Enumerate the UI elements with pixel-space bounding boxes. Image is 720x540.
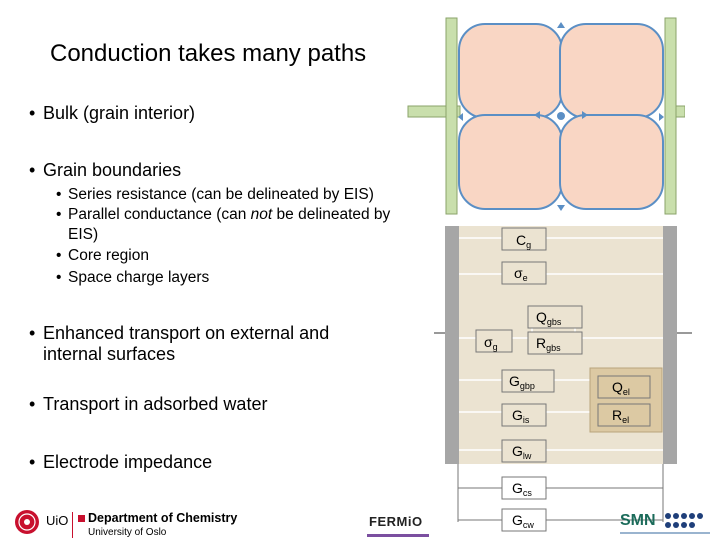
department-name: Department of Chemistry xyxy=(88,511,238,525)
svg-text:Gcw: Gcw xyxy=(512,512,534,530)
boundary-marker xyxy=(582,111,588,119)
bullet-text: Bulk (grain interior) xyxy=(43,103,196,123)
outer-loops xyxy=(457,464,664,522)
svg-text:Ggbp: Ggbp xyxy=(509,373,535,391)
bullet-text: be delineated by EIS) xyxy=(68,206,391,243)
smn-underline xyxy=(620,532,710,534)
uio-seal-logo xyxy=(15,510,39,534)
grain-bottom-left xyxy=(458,114,563,210)
boundary-marker xyxy=(557,205,565,211)
bullet-surfaces: • Enhanced transport on external and int… xyxy=(29,323,388,365)
bullet-emphasis: not xyxy=(250,206,273,223)
svg-text:Rgbs: Rgbs xyxy=(536,335,561,353)
smn-logo: SMN xyxy=(620,512,656,529)
bullet-marker: • xyxy=(29,160,36,180)
bullet-marker: • xyxy=(29,103,36,123)
slide-title: Conduction takes many paths xyxy=(50,40,367,67)
component-qgbs: Qgbs xyxy=(527,305,583,329)
bullet-text: Space charge layers xyxy=(68,269,210,286)
bullet-text: Grain boundaries xyxy=(43,160,182,180)
svg-text:Qel: Qel xyxy=(612,379,630,397)
smn-dots-icon xyxy=(665,513,703,528)
bullet-text: Electrode impedance xyxy=(43,452,213,472)
svg-text:Gis: Gis xyxy=(512,407,530,425)
university-name: University of Oslo xyxy=(88,527,167,538)
bullet-marker: • xyxy=(56,247,62,264)
bullet-marker: • xyxy=(56,186,62,203)
svg-text:Glw: Glw xyxy=(512,443,532,461)
bullet-marker: • xyxy=(56,206,62,223)
equivalent-circuit: Cg σe Qgbs σg Rgbs Ggbp Gis Glw Qel Rel xyxy=(434,226,692,532)
electrode-lead-left xyxy=(407,105,461,118)
svg-text:Qgbs: Qgbs xyxy=(536,309,562,327)
sub-bullet-parallel: • Parallel conductance (can not be delin… xyxy=(56,205,413,245)
bullet-text: Transport in adsorbed water xyxy=(43,394,268,414)
grain-top-right xyxy=(559,23,664,119)
component-sigma-g: σg xyxy=(475,329,513,353)
component-sigma-e: σe xyxy=(501,261,547,285)
bus-bar-left xyxy=(445,226,459,464)
sub-bullet-core: • Core region xyxy=(56,246,413,266)
component-gcw: Gcw xyxy=(501,508,547,532)
uio-wordmark: UiO xyxy=(46,513,69,528)
bullet-text: Core region xyxy=(68,247,149,264)
bullet-marker: • xyxy=(29,394,36,414)
bullet-text: Parallel conductance (can xyxy=(68,206,251,223)
bullet-marker: • xyxy=(29,323,36,343)
svg-text:σg: σg xyxy=(484,334,498,352)
svg-text:Cg: Cg xyxy=(516,232,531,250)
electrode-right xyxy=(664,17,677,215)
uio-divider xyxy=(72,512,73,538)
bullet-text: Enhanced transport on external and inter… xyxy=(43,323,330,364)
svg-text:σe: σe xyxy=(514,265,528,283)
grain-figure xyxy=(407,17,685,215)
bus-bar-right xyxy=(663,226,677,464)
component-qel: Qel xyxy=(597,375,651,399)
component-gcs: Gcs xyxy=(501,476,547,500)
sub-bullet-space-charge: • Space charge layers xyxy=(56,268,413,288)
uio-square-icon xyxy=(78,515,85,522)
bullet-text: Series resistance (can be delineated by … xyxy=(68,186,374,203)
sub-bullet-series: • Series resistance (can be delineated b… xyxy=(56,185,413,205)
component-rel: Rel xyxy=(597,403,651,427)
bullet-marker: • xyxy=(29,452,36,472)
component-gis: Gis xyxy=(501,403,547,427)
electrode-left xyxy=(445,17,458,215)
boundary-marker xyxy=(659,113,664,121)
fermio-wordmark: FERMiO xyxy=(369,514,423,529)
bullet-electrode: • Electrode impedance xyxy=(29,452,403,473)
bullet-grain-boundaries: • Grain boundaries xyxy=(29,160,403,181)
bullet-bulk: • Bulk (grain interior) xyxy=(29,103,403,124)
svg-text:Gcs: Gcs xyxy=(512,480,532,498)
grain-bottom-right xyxy=(559,114,664,210)
component-ggbp: Ggbp xyxy=(501,369,555,393)
boundary-marker xyxy=(557,22,565,28)
component-cg: Cg xyxy=(501,227,547,251)
triple-junction xyxy=(557,112,565,120)
component-rgbs: Rgbs xyxy=(527,331,583,355)
boundary-marker xyxy=(534,111,540,119)
bullet-marker: • xyxy=(56,269,62,286)
component-glw: Glw xyxy=(501,439,547,463)
boundary-marker xyxy=(458,113,463,121)
fermio-logo: FERMiO xyxy=(367,510,429,537)
bullet-adsorbed-water: • Transport in adsorbed water xyxy=(29,394,403,415)
grain-top-left xyxy=(458,23,563,119)
svg-text:Rel: Rel xyxy=(612,407,629,425)
